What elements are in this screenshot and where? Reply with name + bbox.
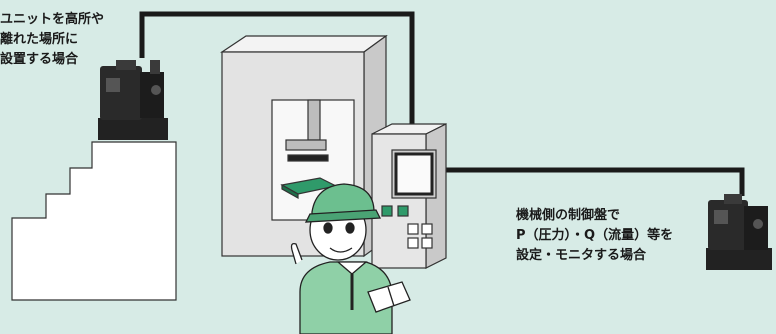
unit-left-icon xyxy=(98,60,168,140)
stairs-icon xyxy=(12,142,176,300)
label-remote-control: 機械側の制御盤で P（圧力）・Q（流量）等を 設定・モニタする場合 xyxy=(516,206,716,266)
label-elevated-installation: ユニットを高所や 離れた場所に 設置する場合 xyxy=(0,10,140,70)
cable-remote xyxy=(446,170,742,196)
control-panel-icon xyxy=(372,124,446,268)
